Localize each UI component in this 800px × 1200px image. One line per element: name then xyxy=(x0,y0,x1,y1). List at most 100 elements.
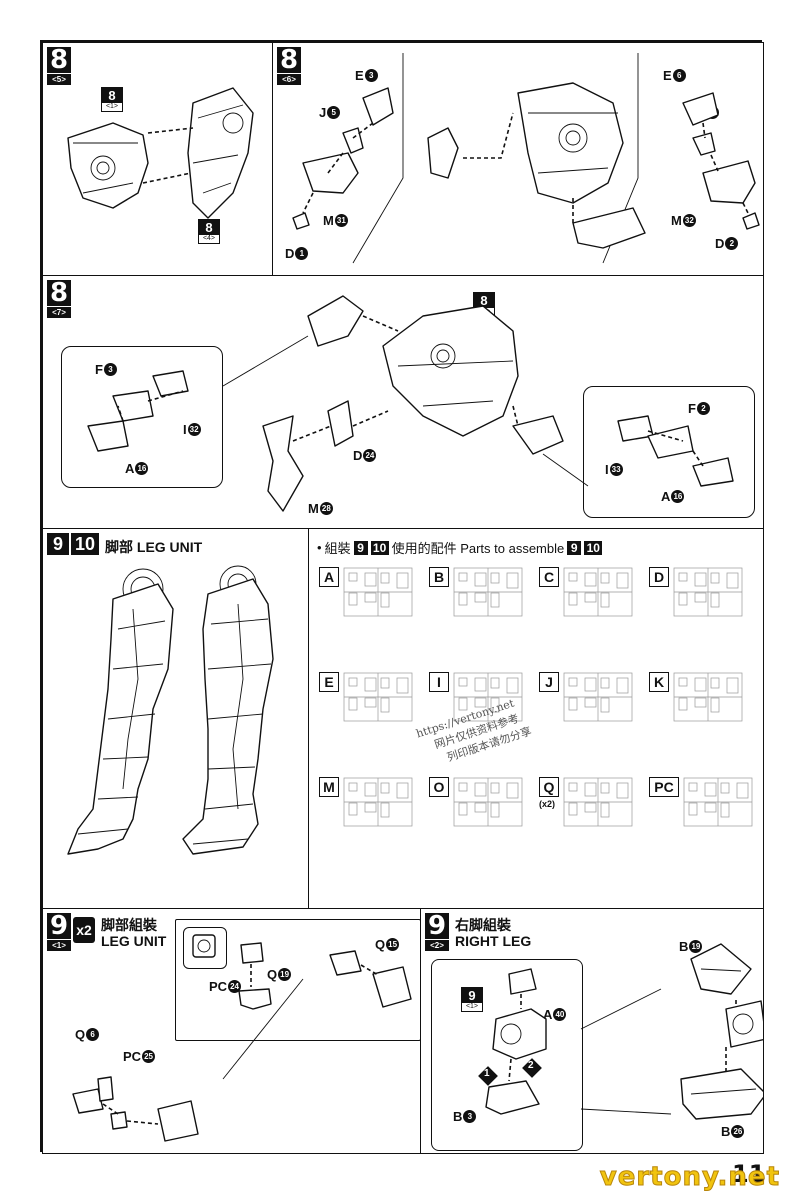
step-badge: 9 <1> xyxy=(47,913,71,951)
step-9-badge: 9 xyxy=(47,533,69,555)
substep-number: <6> xyxy=(277,73,301,85)
title-en: LEG UNIT xyxy=(101,933,167,949)
ref-substep: <4> xyxy=(202,235,216,242)
runner-label: O xyxy=(429,777,449,797)
leg-unit-title: 脚部 LEG UNIT xyxy=(105,539,203,555)
runner-label: Q xyxy=(539,777,559,797)
runner-sprue-icon xyxy=(453,567,523,617)
step-badge: 8 <6> xyxy=(277,47,301,85)
ref-substep: <1> xyxy=(105,103,119,110)
ref-substep: <1> xyxy=(465,1003,479,1010)
step-number: 9 xyxy=(427,911,447,941)
brand-watermark: vertony.net xyxy=(599,1162,780,1193)
runner-label: D xyxy=(649,567,669,587)
substep-number: <7> xyxy=(47,306,71,318)
step-badges: 9 10 xyxy=(47,533,99,555)
step-8-6-panel: 8 <6> E3 J5 M31 D1 E6 J4 M32 D2 xyxy=(272,42,764,277)
heading-step-9b: 9 xyxy=(567,540,582,555)
right-leg-illustration xyxy=(485,943,763,1120)
runner-sprue-icon xyxy=(683,777,753,827)
step-badge: 8 <7> xyxy=(47,280,71,318)
runner-label: K xyxy=(649,672,669,692)
runner-sprue-icon xyxy=(453,777,523,827)
heading-text: 使用的配件 Parts to assemble xyxy=(391,541,565,556)
heading-step-10b: 10 xyxy=(584,540,603,555)
runner-label: M xyxy=(319,777,339,797)
order-1-number: 1 xyxy=(484,1068,490,1079)
runner-quantity: (x2) xyxy=(539,799,556,809)
runner-sprue-icon xyxy=(563,672,633,722)
hip-assembly-illustration xyxy=(67,87,254,219)
runner-sprue-icon xyxy=(343,777,413,827)
ref-step-number: 9 xyxy=(462,988,482,1003)
page-number: 11 xyxy=(732,1160,766,1188)
ref-badge-bottom: 8 <4> xyxy=(198,219,220,244)
runner-label: J xyxy=(539,672,559,692)
runner-label: I xyxy=(429,672,449,692)
runner-sprue-icon xyxy=(563,567,633,617)
step-9-10-panel: 9 10 脚部 LEG UNIT xyxy=(42,528,310,910)
substep-number: <2> xyxy=(425,939,449,951)
heading-prefix: 組裝 xyxy=(324,541,351,556)
callout-right xyxy=(583,386,755,518)
runner-label: PC xyxy=(649,777,679,797)
step-badge: 8 <5> xyxy=(47,47,71,85)
skirt-armor-illustration xyxy=(87,295,734,512)
runner-sprue-icon xyxy=(343,672,413,722)
leg-joint-illustration xyxy=(72,934,412,1142)
step-8-7-panel: 8 <7> 8 <6> F3 I32 A16 D24 M28 F2 I33 A1… xyxy=(42,275,764,530)
step-10-badge: 10 xyxy=(71,533,99,555)
inset-box xyxy=(183,927,227,969)
substep-number: <5> xyxy=(47,73,71,85)
runner-sprue-icon xyxy=(673,672,743,722)
heading-step-10: 10 xyxy=(370,540,389,555)
hip-armor-illustration xyxy=(292,82,760,249)
callout-left xyxy=(61,346,223,488)
parts-list-panel: • 組裝 9 10 使用的配件 Parts to assemble 9 10 A… xyxy=(308,528,764,910)
callout-box xyxy=(431,959,583,1151)
runner-label: C xyxy=(539,567,559,587)
runner-label: B xyxy=(429,567,449,587)
runner-sprue-icon xyxy=(343,567,413,617)
runner-sprue-icon xyxy=(453,672,523,722)
ref-badge-top: 8 <1> xyxy=(101,87,123,112)
bullet: • xyxy=(317,540,322,555)
step-8-5-panel: 8 <5> 8 <1> 8 <4> xyxy=(42,42,274,277)
heading-step-9: 9 xyxy=(353,540,368,555)
runner-sprue-icon xyxy=(563,777,633,827)
runner-label: E xyxy=(319,672,339,692)
completed-legs-illustration xyxy=(67,565,274,855)
quantity-badge: x2 xyxy=(73,917,95,943)
title-en: RIGHT LEG xyxy=(455,933,532,949)
ref-step-number: 8 xyxy=(474,293,494,308)
ref-step-number: 8 xyxy=(102,88,122,103)
step-number: 8 xyxy=(49,278,69,308)
ref-step-number: 8 xyxy=(199,220,219,235)
ref-badge: 9 <1> xyxy=(461,987,483,1012)
runner-sprue-icon xyxy=(673,567,743,617)
step-number: 8 xyxy=(49,45,69,75)
